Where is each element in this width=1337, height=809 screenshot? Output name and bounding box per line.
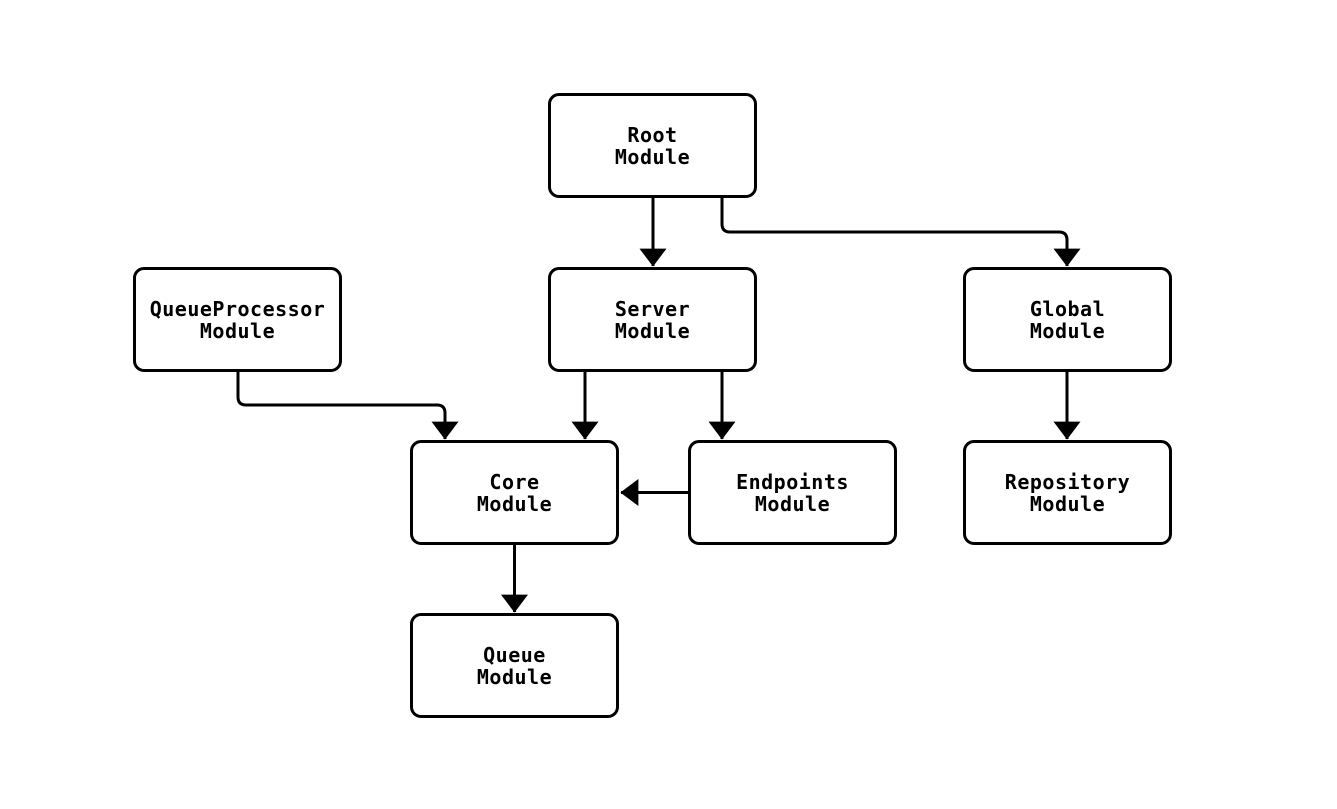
node-queueprocessor-module: QueueProcessor Module xyxy=(133,267,342,372)
node-server-module: Server Module xyxy=(548,267,757,372)
node-global-module: Global Module xyxy=(963,267,1172,372)
node-queueprocessor-module-label: QueueProcessor Module xyxy=(149,296,326,343)
node-queue-module-label: Queue Module xyxy=(476,642,553,689)
node-root-module-label: Root Module xyxy=(614,122,691,169)
node-server-module-label: Server Module xyxy=(614,296,691,343)
node-repository-module: Repository Module xyxy=(963,440,1172,545)
node-global-module-label: Global Module xyxy=(1029,296,1106,343)
edge-queueprocessor-to-core xyxy=(236,372,459,440)
node-core-module: Core Module xyxy=(410,440,619,545)
node-queue-module: Queue Module xyxy=(410,613,619,718)
node-core-module-label: Core Module xyxy=(476,469,553,516)
node-repository-module-label: Repository Module xyxy=(1004,469,1131,516)
node-endpoints-module-label: Endpoints Module xyxy=(736,469,849,516)
node-root-module: Root Module xyxy=(548,93,757,198)
edge-root-to-global xyxy=(720,198,1081,267)
node-endpoints-module: Endpoints Module xyxy=(688,440,897,545)
